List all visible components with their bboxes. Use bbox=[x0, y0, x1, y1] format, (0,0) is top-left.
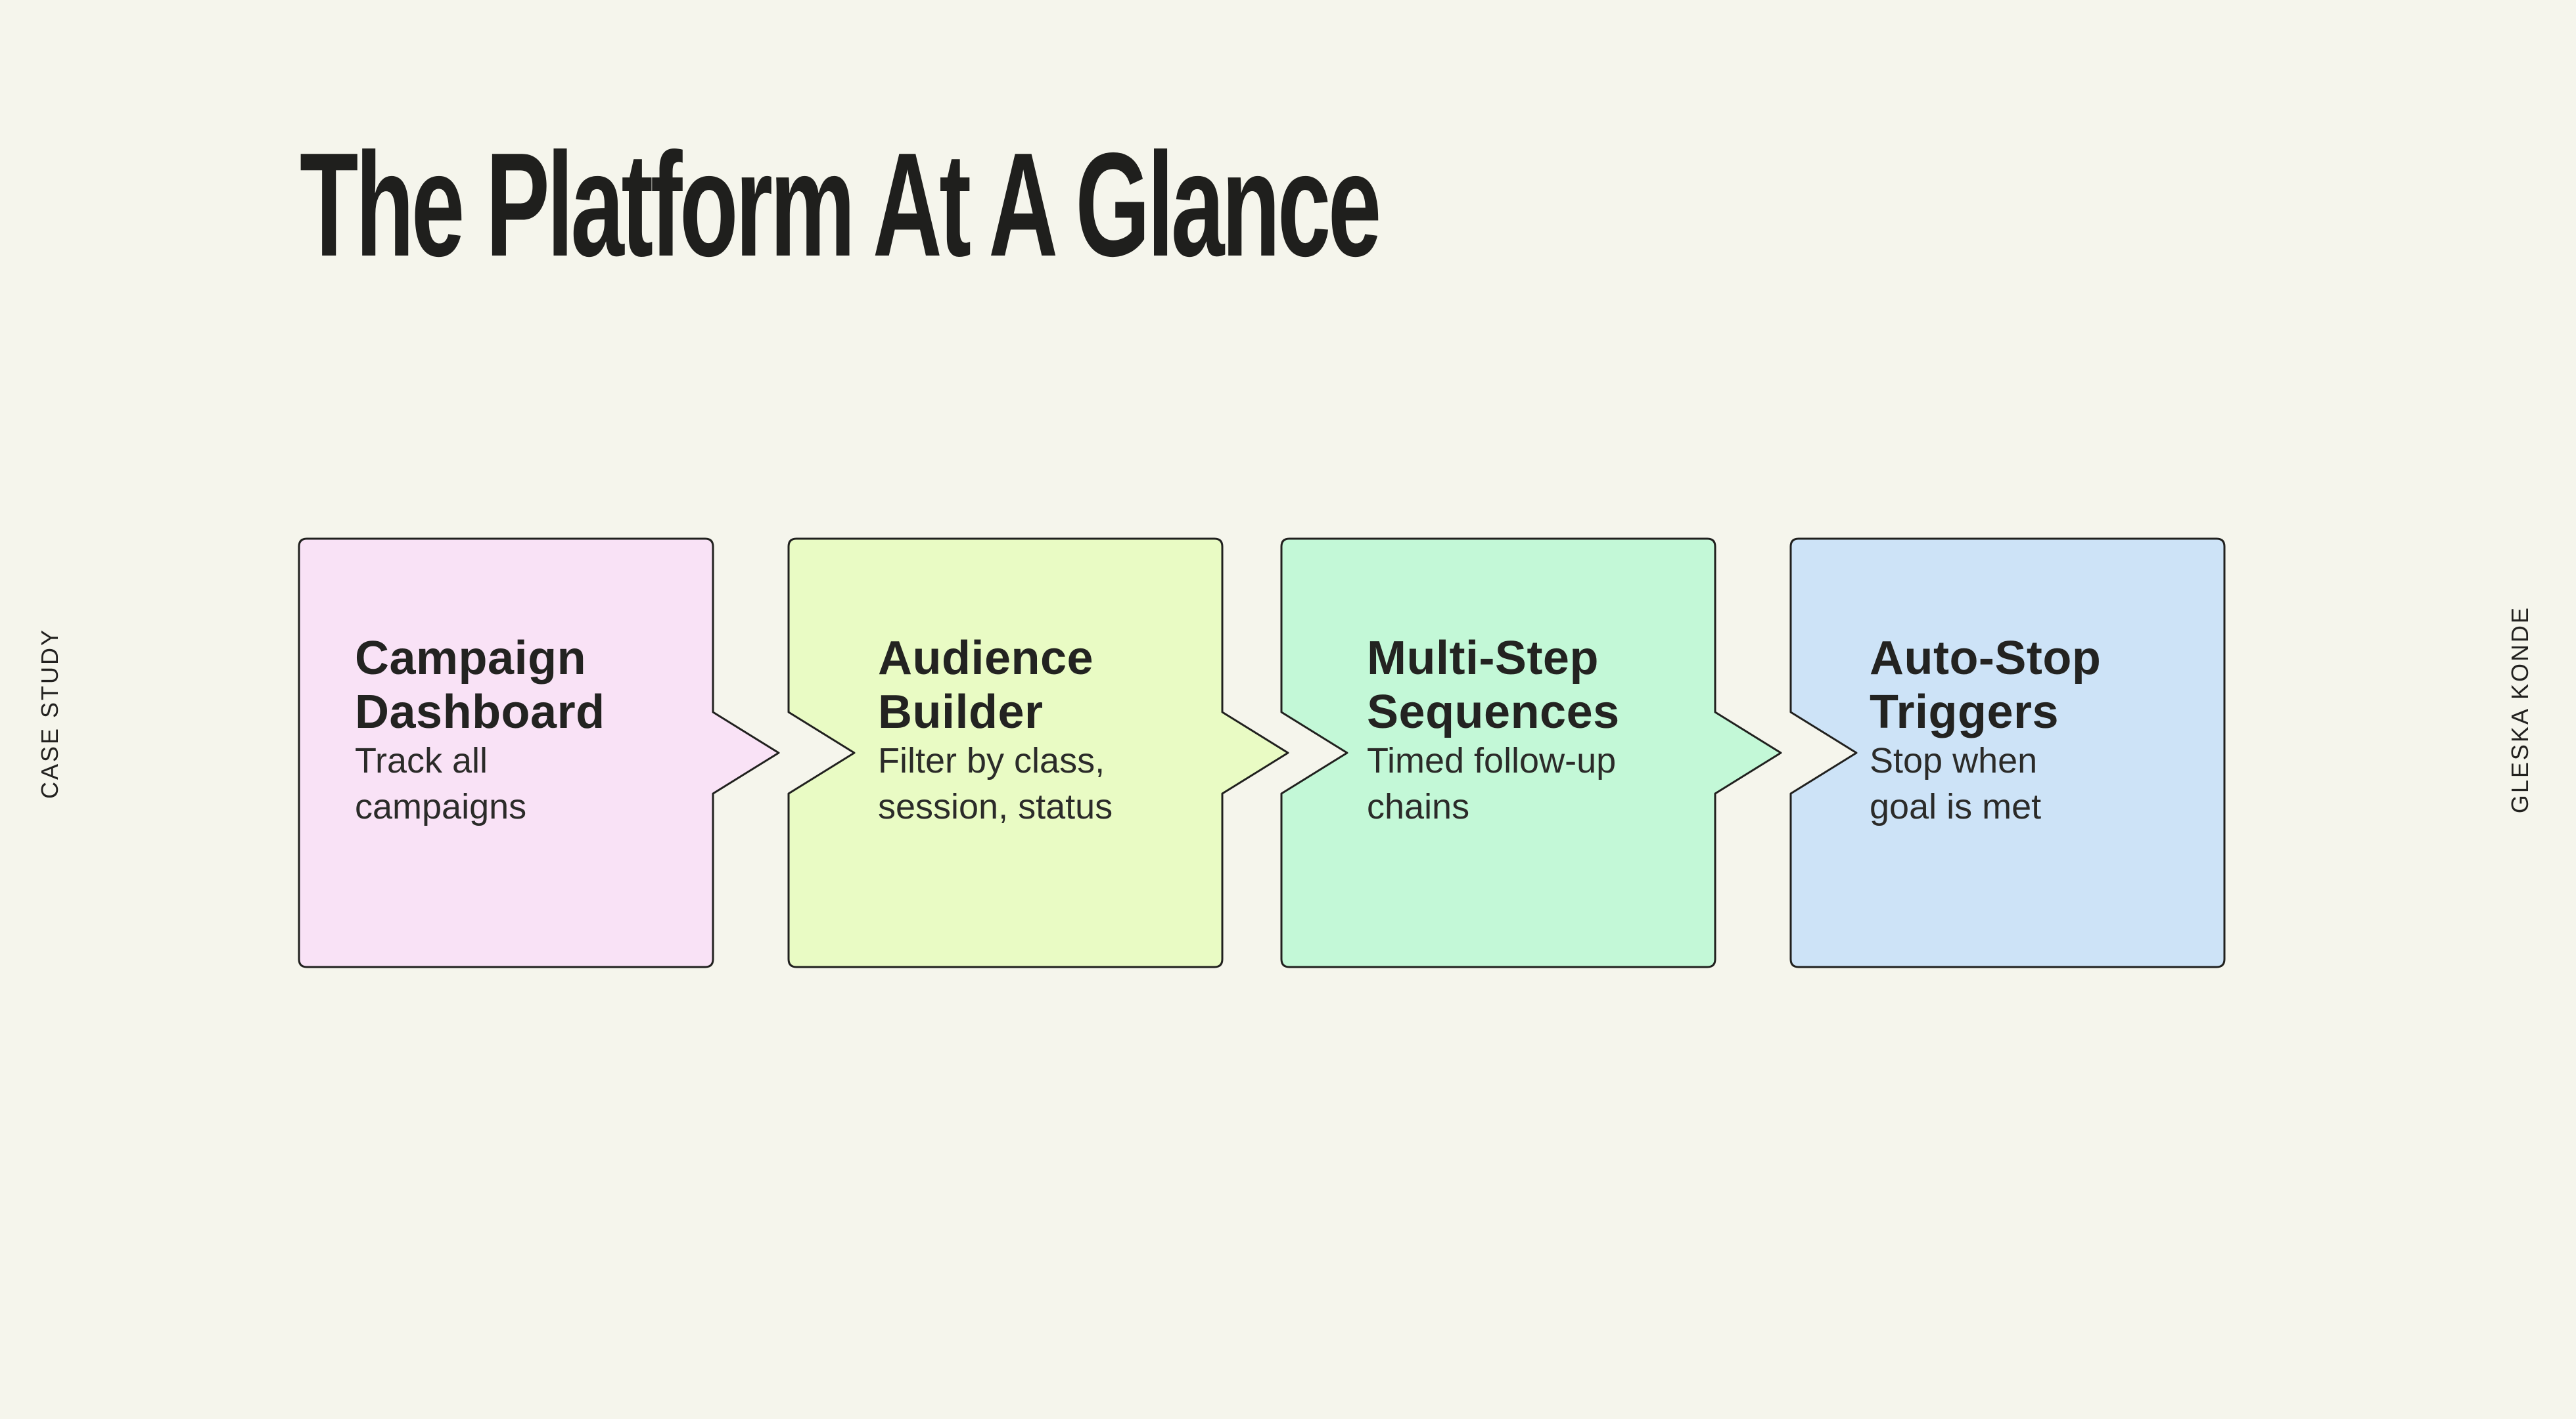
step-title: Campaign Dashboard bbox=[355, 631, 605, 739]
step-title: Auto-Stop Triggers bbox=[1870, 631, 2101, 739]
step-title: Multi-Step Sequences bbox=[1367, 631, 1620, 739]
step-shape-audience-builder bbox=[787, 537, 1289, 968]
step-title-line: Sequences bbox=[1367, 686, 1620, 738]
step-body-line: Stop when bbox=[1870, 741, 2038, 780]
step-title-line: Campaign bbox=[355, 632, 587, 685]
step-title-line: Triggers bbox=[1870, 686, 2059, 738]
step-title-line: Builder bbox=[878, 686, 1044, 738]
step-text-auto-stop-triggers: Auto-Stop Triggers Stop when goal is met bbox=[1870, 631, 2101, 830]
step-body-line: session, status bbox=[878, 787, 1113, 826]
step-title-line: Audience bbox=[878, 632, 1094, 685]
step-text-campaign-dashboard: Campaign Dashboard Track all campaigns bbox=[355, 631, 605, 830]
step-title-line: Dashboard bbox=[355, 686, 605, 738]
step-title-line: Multi-Step bbox=[1367, 632, 1599, 685]
step-body-line: Track all bbox=[355, 741, 488, 780]
step-body-line: Timed follow-up bbox=[1367, 741, 1617, 780]
step-text-audience-builder: Audience Builder Filter by class, sessio… bbox=[878, 631, 1113, 830]
step-description: Filter by class, session, status bbox=[878, 738, 1113, 830]
step-title: Audience Builder bbox=[878, 631, 1113, 739]
step-description: Timed follow-up chains bbox=[1367, 738, 1620, 830]
slide-title: The Platform At A Glance bbox=[300, 122, 1381, 287]
step-body-line: Filter by class, bbox=[878, 741, 1105, 780]
step-body-line: chains bbox=[1367, 787, 1470, 826]
step-shape-multi-step-sequences bbox=[1280, 537, 1782, 968]
step-shape-auto-stop-triggers bbox=[1789, 537, 2226, 968]
step-text-multi-step-sequences: Multi-Step Sequences Timed follow-up cha… bbox=[1367, 631, 1620, 830]
step-title-line: Auto-Stop bbox=[1870, 632, 2102, 685]
step-body-line: campaigns bbox=[355, 787, 527, 826]
step-description: Track all campaigns bbox=[355, 738, 605, 830]
step-body-line: goal is met bbox=[1870, 787, 2042, 826]
step-description: Stop when goal is met bbox=[1870, 738, 2101, 830]
step-shape-campaign-dashboard bbox=[298, 537, 780, 968]
